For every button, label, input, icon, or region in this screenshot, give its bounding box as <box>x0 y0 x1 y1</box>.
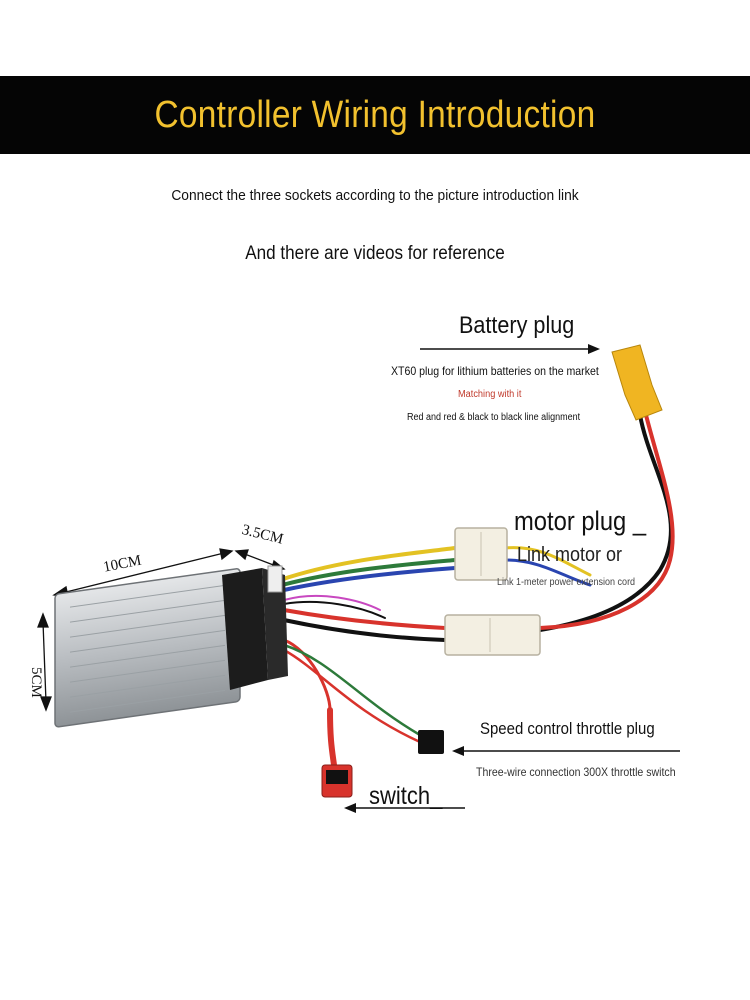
battery-matching-note: Matching with it <box>458 389 522 400</box>
switch-connector <box>321 764 353 798</box>
intro-line-1: Connect the three sockets according to t… <box>171 187 579 204</box>
xt60-battery-connector <box>611 344 663 421</box>
controller-box <box>54 565 288 728</box>
title-banner: Controller Wiring Introduction <box>0 76 750 154</box>
intro-line-2: And there are videos for reference <box>245 243 505 264</box>
motor-plug-subtitle: Link motor or <box>517 544 623 566</box>
throttle-plug-title: Speed control throttle plug <box>480 719 655 738</box>
throttle-arrow <box>452 746 680 756</box>
throttle-connector <box>418 730 444 754</box>
height-dimension-arrow <box>37 612 52 712</box>
motor-connector-upper <box>454 527 508 581</box>
motor-connector-lower <box>444 614 541 656</box>
switch-arrow <box>344 803 465 813</box>
motor-plug-desc: Link 1-meter power extension cord <box>497 577 636 588</box>
throttle-plug-desc: Three-wire connection 300X throttle swit… <box>476 765 676 779</box>
height-dimension-label: 5CM <box>28 667 44 698</box>
switch-label: switch_ <box>369 782 443 810</box>
battery-arrow <box>420 344 600 354</box>
page-title: Controller Wiring Introduction <box>154 94 596 136</box>
battery-plug-desc: XT60 plug for lithium batteries on the m… <box>391 364 599 378</box>
battery-plug-title: Battery plug <box>459 312 575 339</box>
motor-plug-title: motor plug _ <box>514 506 647 536</box>
battery-alignment-note: Red and red & black to black line alignm… <box>407 412 581 423</box>
wire-bundle <box>278 413 675 768</box>
